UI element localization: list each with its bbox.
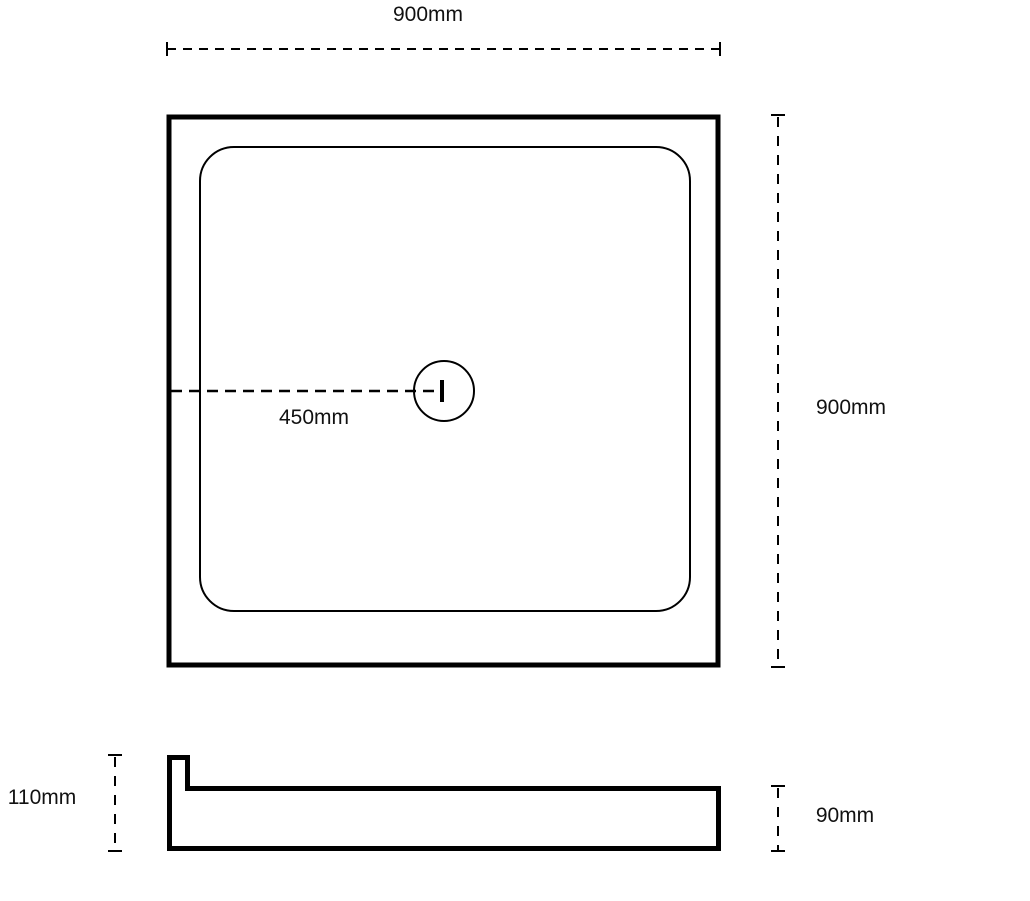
tray-height-label: 90mm bbox=[816, 804, 874, 827]
upstand-height-label: 110mm bbox=[8, 786, 76, 809]
waste-offset-dimension bbox=[171, 380, 444, 402]
waste-offset-label: 450mm bbox=[279, 406, 349, 429]
tray-height-dimension bbox=[771, 785, 785, 852]
tray-side-profile bbox=[167, 755, 721, 851]
tray-inner-basin bbox=[199, 146, 691, 612]
right-depth-label: 900mm bbox=[816, 396, 886, 419]
top-width-dimension bbox=[166, 42, 721, 56]
top-width-label: 900mm bbox=[393, 3, 463, 26]
right-depth-dimension bbox=[771, 114, 785, 668]
upstand-height-dimension bbox=[108, 754, 122, 852]
tray-outer-outline bbox=[166, 114, 721, 668]
